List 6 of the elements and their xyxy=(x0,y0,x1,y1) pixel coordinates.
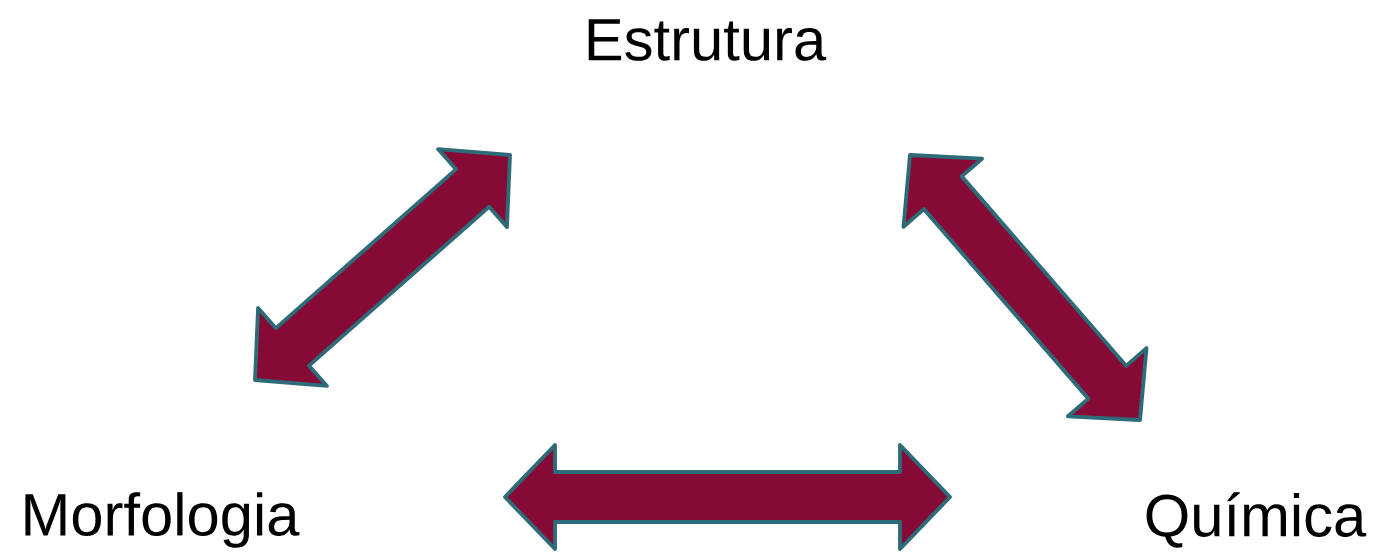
node-label: Morfologia xyxy=(25,492,300,548)
double-arrow xyxy=(503,443,952,551)
double-arrow xyxy=(253,147,512,388)
double-arrow xyxy=(901,153,1149,422)
node-label: Estrutura xyxy=(588,19,827,61)
node-label: Química xyxy=(1146,492,1367,548)
